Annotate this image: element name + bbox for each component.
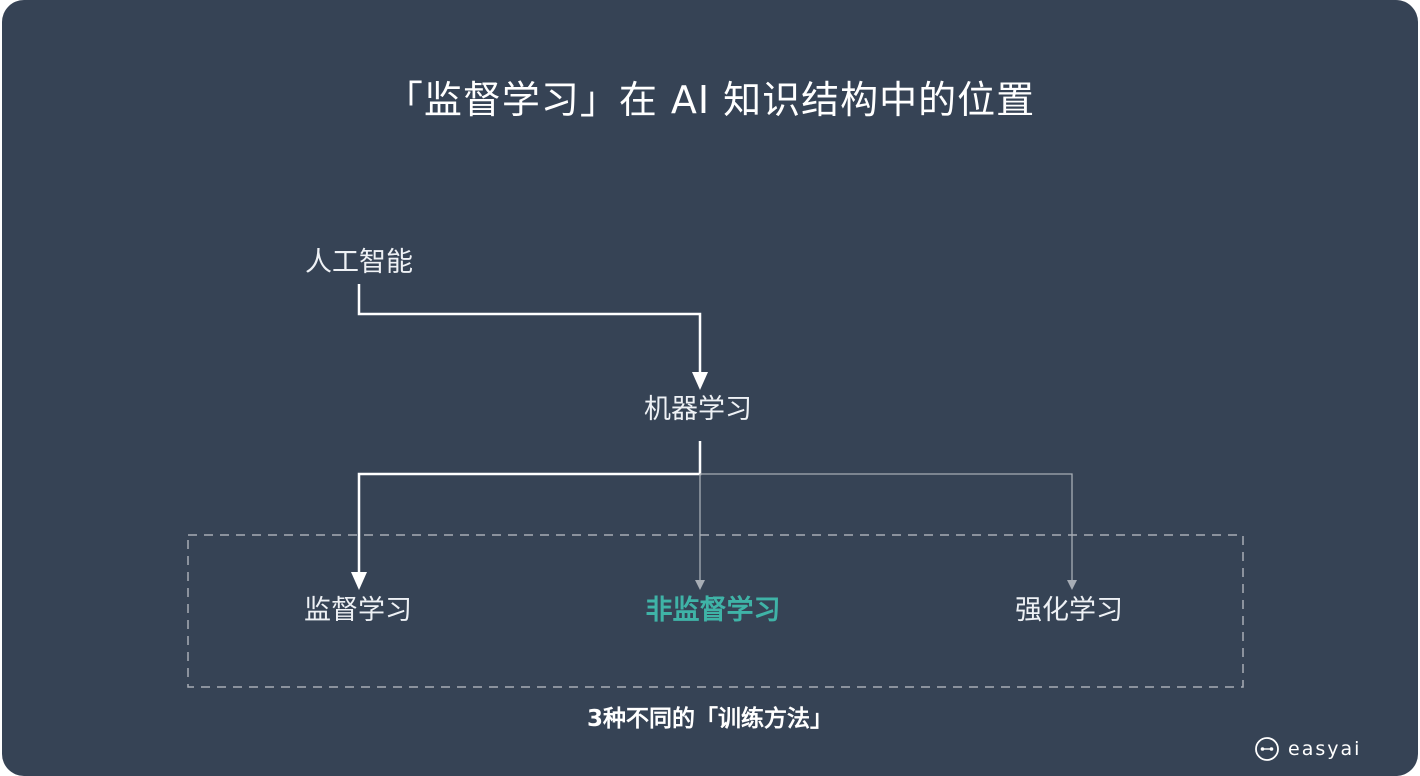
connector-ml-to-supervised [357,441,702,574]
arrowhead-ml-to-unsupervised [695,580,705,590]
training-methods-caption: 3种不同的「训练方法」 [586,706,833,732]
node-artificial-intelligence: 人工智能 [305,247,413,278]
brand-name: easyai [1288,738,1362,760]
arrowhead-ai-to-ml [692,372,708,390]
connector-ml-to-reinforcement [700,473,1073,582]
arrowhead-ml-to-reinforcement [1067,580,1077,590]
arrowhead-ml-to-supervised [351,572,367,590]
node-unsupervised-learning: 非监督学习 [645,595,781,626]
node-machine-learning: 机器学习 [644,394,752,425]
diagram-title: 「监督学习」在 AI 知识结构中的位置 [384,78,1036,122]
node-reinforcement-learning: 强化学习 [1015,595,1123,626]
node-supervised-learning: 监督学习 [304,595,412,626]
easyai-logo-icon [1255,737,1279,761]
training-methods-group-border [187,534,1244,688]
brand-mark: easyai [1254,734,1361,764]
connector-ai-to-ml [357,284,702,374]
